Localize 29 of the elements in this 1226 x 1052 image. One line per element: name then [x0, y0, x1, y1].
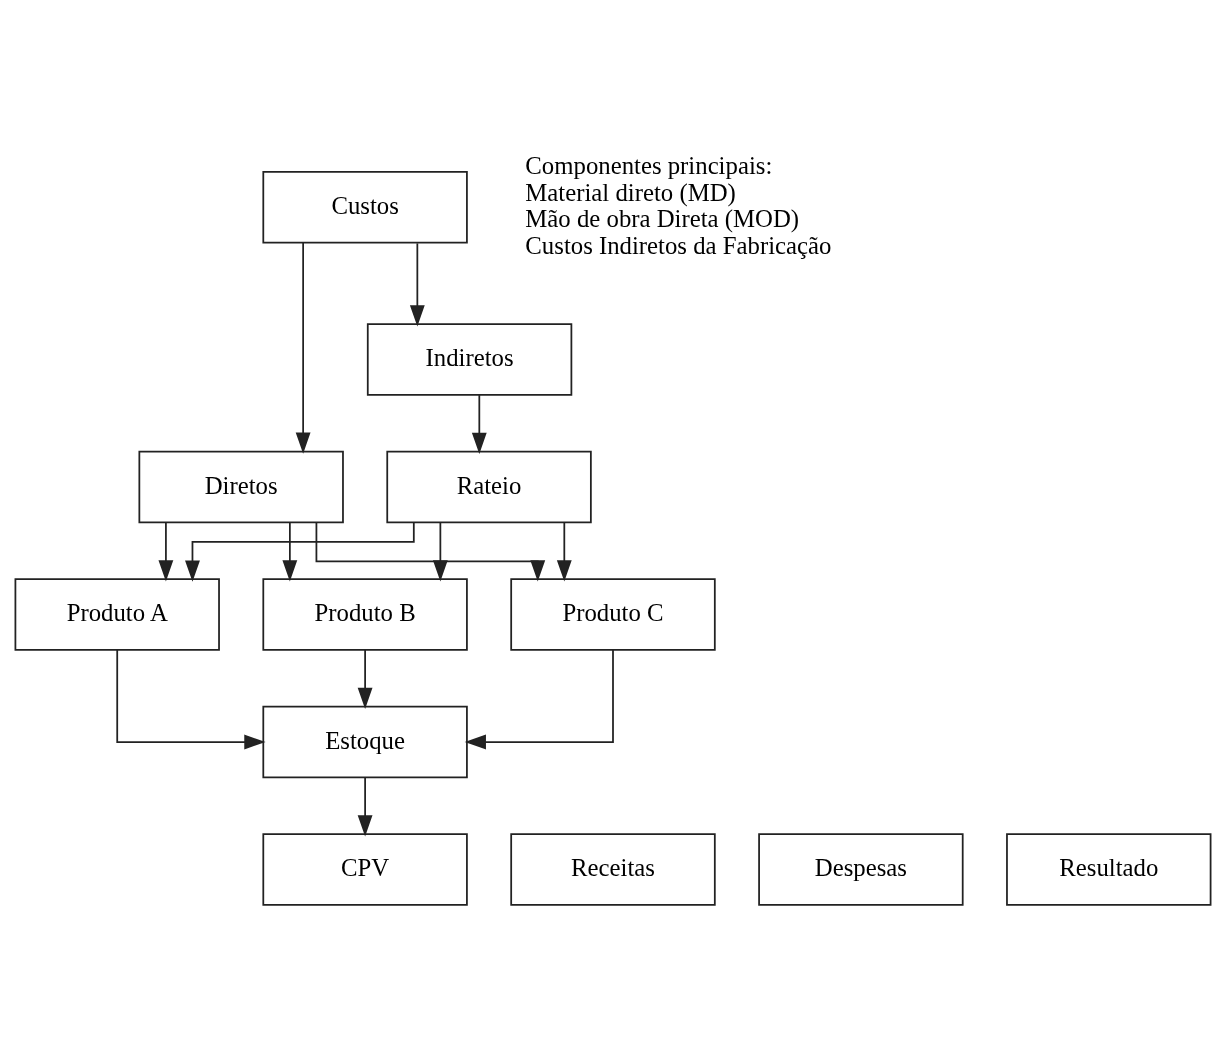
arrow: [116, 649, 266, 750]
arrow: [556, 521, 572, 582]
arrow: [282, 521, 298, 582]
arrow: [158, 521, 174, 582]
node-box: CPV: [262, 833, 468, 906]
label: Componentes principais:: [525, 152, 773, 179]
node-box: Produto A: [14, 578, 220, 651]
node-box: Rateio: [386, 450, 592, 524]
arrow: [471, 394, 487, 454]
arrow: [315, 521, 546, 582]
node-box: Indiretos: [366, 323, 573, 396]
node-box: Custos: [262, 171, 468, 244]
label: Material direto (MD): [525, 178, 736, 206]
node-box: Diretos: [138, 450, 344, 524]
label: Mão de obra Direta (MOD): [525, 205, 800, 233]
node-box: Produto C: [510, 578, 716, 651]
label: Custos Indiretos da Fabricação: [525, 231, 832, 259]
node-box: Receitas: [510, 833, 716, 906]
arrow: [295, 241, 311, 454]
arrow: [409, 242, 425, 327]
arrow: [357, 776, 373, 837]
node-box: Resultado: [1006, 833, 1212, 906]
node-box: Produto B: [262, 578, 468, 651]
arrow: [432, 521, 448, 582]
arrow: [464, 649, 614, 750]
arrow: [357, 649, 373, 709]
node-box: Despesas: [758, 833, 964, 906]
arrow: [185, 521, 415, 582]
node-box: Estoque: [262, 705, 468, 779]
